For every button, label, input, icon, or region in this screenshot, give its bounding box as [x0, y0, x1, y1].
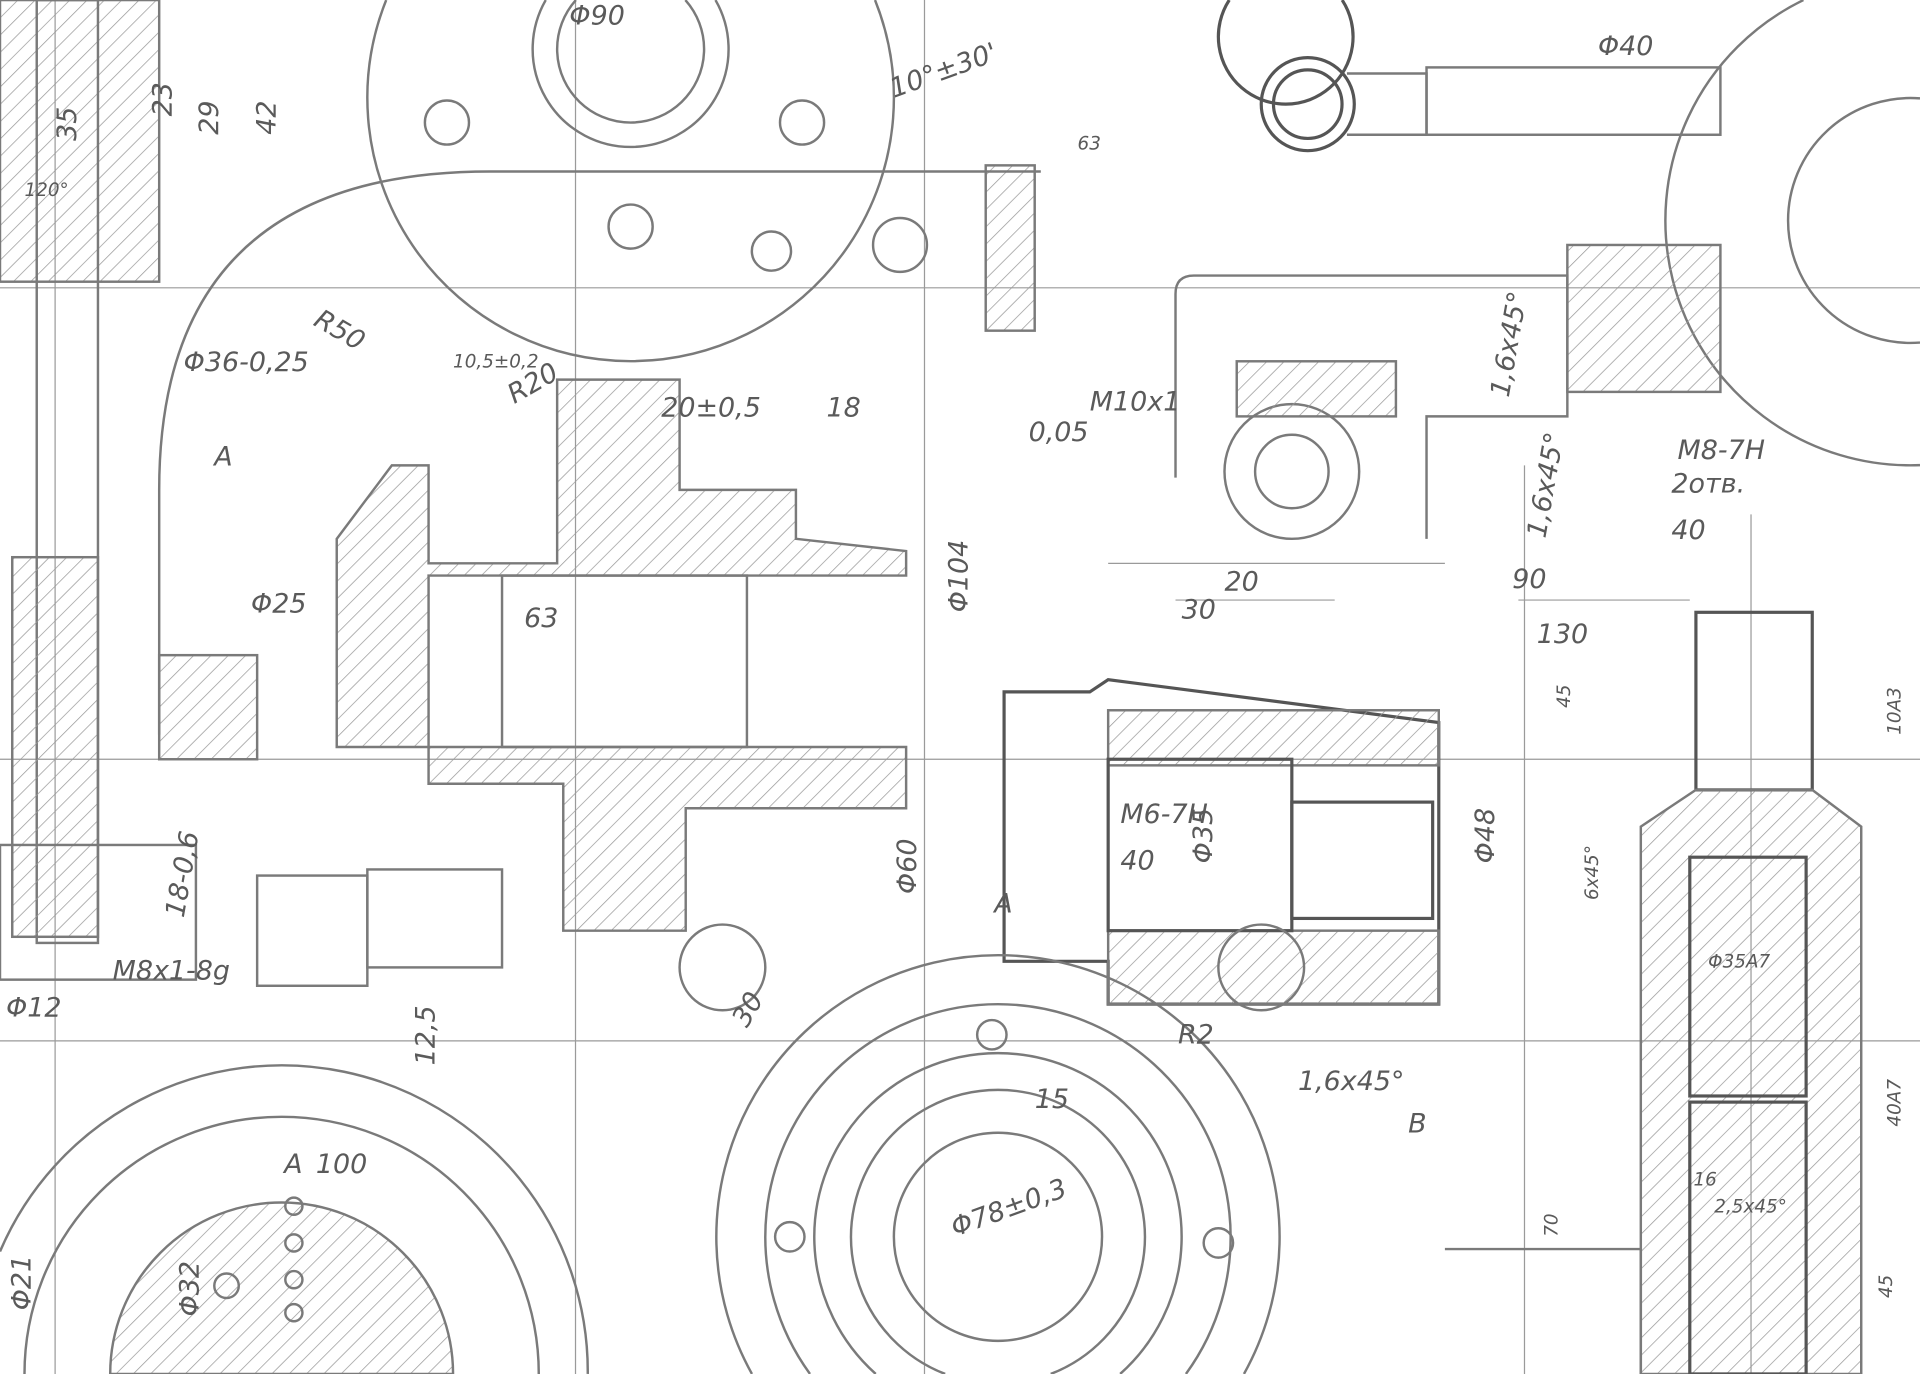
dim-label: Φ12	[6, 992, 61, 1023]
dim-label: Φ90	[569, 1, 624, 32]
dim-label: R50	[309, 304, 370, 357]
dim-label: R2	[1178, 1019, 1214, 1050]
dim-label: 120°	[24, 180, 68, 201]
dim-label: Φ60	[892, 838, 923, 893]
dim-label: 10,5±0,2	[453, 351, 538, 372]
dim-label: 1,6x45°	[1298, 1066, 1404, 1097]
dim-label: Φ104	[943, 540, 974, 613]
dim-label: 6x45°	[1582, 845, 1603, 900]
shaft-left	[0, 0, 504, 987]
dim-label: 130	[1537, 619, 1588, 650]
dim-label: 2отв.	[1671, 468, 1745, 499]
dim-label: 10°±30'	[886, 37, 1002, 104]
dim-label: 30	[726, 987, 770, 1032]
part-center-section	[678, 677, 1441, 1012]
dim-label: 40A7	[1884, 1079, 1905, 1127]
gear-bottom-left	[0, 1064, 589, 1374]
dim-label: 30	[1182, 594, 1216, 625]
dim-label: M8x1-8g	[113, 956, 230, 987]
dim-label: 45	[1554, 684, 1575, 707]
dim-label: 29	[194, 100, 225, 134]
dim-label: 90	[1512, 564, 1546, 595]
dim-label: M8-7H	[1678, 435, 1765, 466]
dim-label: 40	[1671, 515, 1705, 546]
dim-label: 18-0,6	[160, 829, 206, 920]
dim-label: 16	[1693, 1169, 1716, 1190]
dim-label: 10A3	[1884, 687, 1905, 735]
dim-label: 1,6x45°	[1485, 289, 1534, 399]
dim-label: 42	[252, 100, 283, 134]
dim-label: Φ36-0,25	[184, 347, 309, 378]
dim-label: 2,5x45°	[1714, 1196, 1787, 1217]
dimension-labels: 35 23 29 42 120° Φ90 10°±30' 63 Φ40 Φ36-…	[6, 1, 1905, 1317]
dim-label: 35	[52, 107, 83, 141]
dim-label: Φ21	[7, 1255, 38, 1310]
dim-label: 12,5	[411, 1005, 442, 1065]
dim-label: A	[992, 888, 1012, 919]
dim-label: 20	[1224, 566, 1258, 597]
dim-label: Φ78±0,3	[947, 1173, 1071, 1243]
dim-label: M6-7H	[1120, 799, 1207, 830]
dim-label: 100	[316, 1149, 367, 1180]
dim-label: Φ48	[1470, 808, 1501, 863]
bracket-top-right	[1174, 0, 1920, 541]
dim-label: 23	[147, 82, 178, 116]
dim-label: A	[212, 441, 232, 472]
dim-label: Φ25	[251, 588, 306, 619]
disc-bottom-center	[715, 953, 1281, 1374]
dim-label: M10x1	[1090, 386, 1181, 417]
dim-label: Φ35A7	[1708, 951, 1770, 972]
flange-top	[157, 0, 1041, 735]
dim-label: Φ40	[1598, 31, 1653, 62]
dim-label: 1,6x45°	[1522, 430, 1571, 540]
dim-label: 20±0,5	[661, 392, 761, 423]
dim-label: 63	[524, 603, 558, 634]
dim-label: Φ32	[174, 1261, 205, 1316]
dim-label: 18	[827, 392, 861, 423]
dim-label: A	[282, 1149, 302, 1180]
dim-label: 63	[1078, 133, 1101, 154]
dim-label: 40	[1120, 845, 1154, 876]
housing-center	[157, 378, 908, 932]
dim-label: 0,05	[1029, 417, 1089, 448]
dim-label: Φ35	[1188, 808, 1219, 863]
dim-label: 15	[1035, 1084, 1069, 1115]
dim-label: 70	[1542, 1213, 1563, 1236]
shaft-right	[1444, 610, 1863, 1374]
dim-label: B	[1408, 1109, 1426, 1140]
dim-label: 45	[1876, 1275, 1897, 1298]
